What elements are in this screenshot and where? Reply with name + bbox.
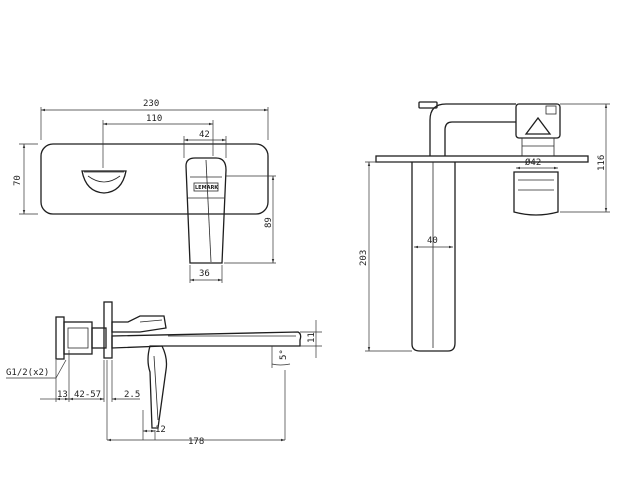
wall-flange [55,316,65,360]
top-spout [111,331,302,349]
thread-leader [55,359,67,379]
cartridge [515,103,561,139]
dim-42-label: 42 [199,130,210,140]
dim-36-label: 36 [199,269,210,279]
dim-178-label: 178 [188,437,204,447]
dim-12-label: 12 [155,425,166,435]
side-view: 116 203 40 Ø42 [359,101,610,352]
dim-40-label: 40 [427,236,438,246]
dim-d42-label: Ø42 [525,157,541,168]
side-handle-arm [429,120,446,156]
dim-203-label: 203 [359,250,369,266]
angle-arc-5deg [271,363,291,366]
handle-lever [185,157,227,264]
side-plate [375,155,589,163]
dim-13-label: 13 [57,390,68,400]
dim-thread-label: G1/2(x2) [6,368,49,378]
dim-70-label: 70 [13,175,23,186]
lever-blade [147,345,168,429]
brand-logo: LEMARK [195,185,219,191]
side-spout [411,162,456,352]
dim-2-5-label: 2.5 [124,390,140,400]
dim-230-label: 230 [143,99,159,109]
dim-42-57-label: 42-57 [74,390,101,400]
wall-plate [40,143,269,215]
spout-outlet [81,170,127,194]
top-view: 11 5° G1/2(x2) 13 42-57 2.5 12 178 [6,301,322,447]
side-knob [513,171,559,216]
cartridge-collar [103,301,113,359]
dim-5deg-label: 5° [279,349,289,360]
dim-11-label: 11 [307,332,317,343]
dim-116-label: 116 [597,155,607,171]
front-view: LEMARK 230 110 42 70 89 36 [13,99,276,283]
dim-89-label: 89 [264,217,274,228]
top-handle [111,315,167,333]
dim-110-label: 110 [146,114,162,124]
